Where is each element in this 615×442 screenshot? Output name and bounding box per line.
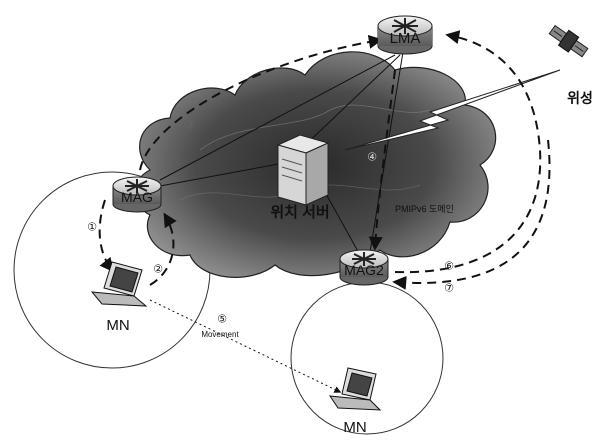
mn-laptop-start (90, 261, 148, 307)
server-icon (276, 134, 330, 206)
satellite-icon (548, 24, 589, 58)
laptop-icon (328, 367, 382, 411)
satellite (548, 24, 589, 58)
location-server-label: 위치 서버 (270, 204, 329, 221)
mag1-router: MAG (112, 176, 162, 213)
laptop-icon (90, 261, 148, 307)
movement-label: Movement (201, 330, 239, 339)
step-2: ② (153, 263, 163, 276)
mn-laptop-end (328, 367, 382, 411)
signaling-arrows (98, 30, 551, 290)
pmipv6-domain-label: PMIPv6 도메인 (395, 204, 454, 214)
movement-arrow (149, 299, 342, 393)
location-server (276, 134, 330, 206)
lma-label: LMA (390, 30, 421, 47)
lma-router: LMA (377, 15, 433, 55)
mn-end-label: MN (343, 419, 366, 436)
step-1: ① (87, 221, 97, 234)
mag2-coverage-circle (290, 281, 444, 435)
router-icon (339, 249, 389, 286)
step-7: ⑦ (444, 282, 454, 295)
satellite-label: 위성 (567, 90, 593, 106)
lightning-icon (344, 69, 561, 151)
mag1-label: MAG (121, 189, 153, 205)
mag2-label: MAG2 (344, 262, 384, 278)
mag2-router: MAG2 (339, 249, 389, 286)
router-icon (377, 15, 433, 55)
step-5: ⑤ (217, 313, 227, 326)
mn-start-label: MN (106, 317, 129, 334)
step-6: ⑥ (444, 260, 454, 273)
router-icon (112, 176, 162, 213)
step-4: ④ (367, 151, 377, 164)
step-3: ③ (185, 119, 195, 132)
